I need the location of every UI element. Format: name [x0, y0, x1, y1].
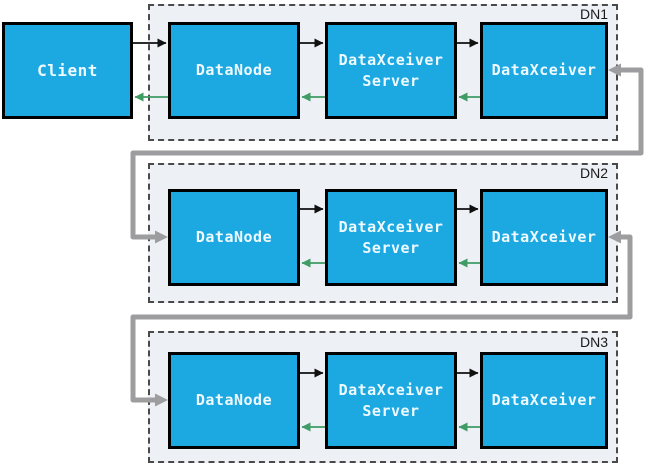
dn3-datanode-label: DataNode — [195, 391, 273, 410]
dn2-dataxceiver-server-label: DataXceiver Server — [338, 218, 444, 257]
dn3-datanode-box: DataNode — [168, 352, 300, 449]
dn1-dataxceiver-server-label: DataXceiver Server — [338, 51, 444, 90]
dn3-dataxceiver-server-label: DataXceiver Server — [338, 381, 444, 420]
dn1-datanode-label: DataNode — [195, 61, 273, 80]
dn2-dataxceiver-server-box: DataXceiver Server — [325, 189, 457, 286]
dn2-dataxceiver-box: DataXceiver — [480, 189, 608, 286]
dn2-datanode-box: DataNode — [168, 189, 300, 286]
dn2-datanode-label: DataNode — [195, 228, 273, 247]
group-dn2-label: DN2 — [579, 165, 608, 181]
dn3-dataxceiver-box: DataXceiver — [480, 352, 608, 449]
dn3-dataxceiver-label: DataXceiver — [491, 391, 597, 410]
dn1-dataxceiver-box: DataXceiver — [480, 22, 608, 119]
dn1-dataxceiver-label: DataXceiver — [491, 61, 597, 80]
dn2-dataxceiver-label: DataXceiver — [491, 228, 597, 247]
dn1-dataxceiver-server-box: DataXceiver Server — [325, 22, 457, 119]
client-label: Client — [37, 60, 98, 80]
dn3-dataxceiver-server-box: DataXceiver Server — [325, 352, 457, 449]
group-dn1-label: DN1 — [579, 6, 608, 22]
group-dn3-label: DN3 — [579, 334, 608, 350]
client-box: Client — [2, 22, 133, 119]
dn1-datanode-box: DataNode — [168, 22, 300, 119]
